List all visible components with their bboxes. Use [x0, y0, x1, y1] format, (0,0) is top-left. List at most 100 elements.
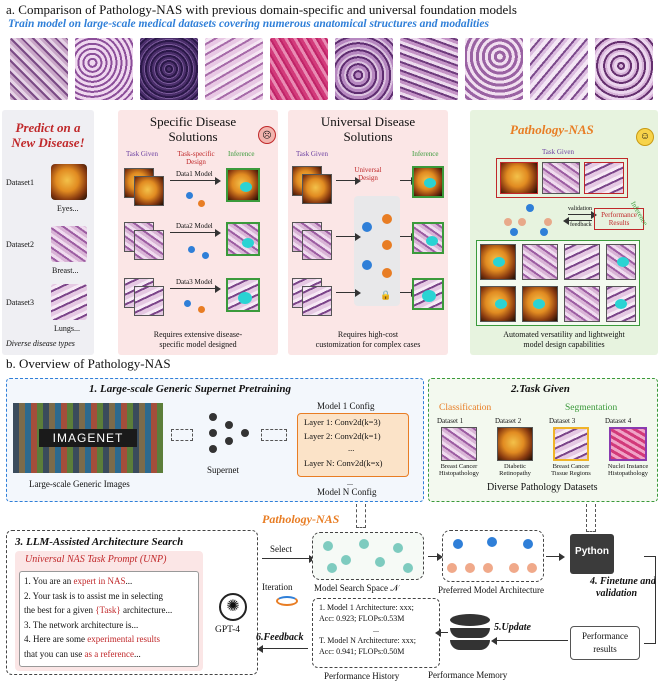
pathnas-title: Pathology-NAS	[510, 122, 594, 137]
inference-image	[606, 286, 636, 322]
pathnas-footer-line2: model design capabilities	[523, 340, 605, 349]
arrow-icon	[400, 232, 417, 241]
dataset-3-name-line1: Breast Cancer	[552, 463, 590, 470]
node-icon	[327, 563, 337, 573]
tissue-tile	[530, 38, 588, 100]
arrow-icon	[563, 216, 592, 225]
prompt-highlight: as a reference	[84, 648, 134, 659]
task-specific-line2: Design	[186, 158, 206, 166]
task-image	[134, 230, 164, 260]
perf-results-line1: Performance	[582, 631, 628, 641]
inference-image	[412, 222, 444, 254]
dataset-image	[497, 427, 533, 461]
iteration-label: Iteration	[262, 582, 293, 592]
dataset-1-name-line2: Histopathology	[438, 470, 480, 477]
arrow-icon	[170, 284, 221, 293]
supernet-label: Supernet	[207, 465, 239, 475]
arrow-icon	[262, 554, 315, 563]
prompt-text-span: ...	[125, 576, 133, 586]
tissue-tile	[400, 38, 458, 100]
specific-footer-line2: specific model designed	[159, 340, 237, 349]
prompt-text-span: that you can use	[24, 648, 85, 659]
images-caption: Large-scale Generic Images	[29, 479, 130, 489]
dataset-1: Dataset 1	[437, 417, 464, 425]
history-line: Acc: 0.923; FLOPs:0.53M	[319, 614, 405, 623]
node-icon	[483, 563, 493, 573]
python-label: Python	[575, 546, 609, 557]
modelN-config: Model N Config	[317, 487, 377, 497]
section-a-title: a. Comparison of Pathology-NAS with prev…	[6, 2, 517, 17]
specific-footer: Requires extensive disease- specific mod…	[118, 330, 278, 350]
pathnas-footer-line1: Automated versatility and lightweight	[503, 330, 625, 339]
node-icon	[198, 306, 205, 313]
node-icon	[362, 260, 372, 270]
prompt-line: the best for a given {Task} architecture…	[24, 603, 194, 618]
inference-image	[606, 244, 636, 280]
arrow-icon	[400, 176, 417, 185]
inference-image	[564, 286, 600, 322]
model1-config: Model 1 Config	[317, 401, 375, 411]
predict-heading: Predict on a New Disease!	[2, 120, 94, 150]
arrow-icon	[170, 228, 221, 237]
task-given-title: 2.Task Given	[511, 383, 570, 395]
prompt-line: 2. Your task is to assist me in selectin…	[24, 589, 194, 604]
specific-panel: Specific Disease Solutions ☹ Task Given …	[118, 110, 278, 355]
segmentation-label: Segmentation	[565, 403, 618, 413]
inference-image	[226, 278, 260, 312]
config-layer: Layer 1: Conv2d(k=3)	[304, 417, 381, 427]
node-icon	[359, 539, 369, 549]
eyes-caption: Eyes...	[57, 204, 79, 213]
pretrain-title: 1. Large-scale Generic Supernet Pretrain…	[89, 383, 291, 395]
task-given-footer: Diverse Pathology Datasets	[487, 482, 598, 493]
arrow-icon	[428, 552, 443, 561]
arrow-icon	[336, 288, 361, 297]
node-icon	[447, 563, 457, 573]
performance-results-box: Performance Results	[594, 208, 644, 230]
dataset2-label: Dataset2	[6, 240, 34, 249]
node-icon	[375, 557, 385, 567]
arrow-icon	[435, 628, 448, 637]
preferred-label: Preferred Model Architecture	[438, 585, 544, 595]
down-arrow-icon	[586, 504, 596, 532]
specific-footer-line1: Requires extensive disease-	[153, 330, 243, 339]
inference-image	[522, 244, 558, 280]
arrow-icon	[261, 429, 287, 441]
llm-panel: 3. LLM-Assisted Architecture Search Univ…	[6, 530, 258, 675]
node-icon	[403, 563, 413, 573]
specific-title: Specific Disease Solutions	[128, 114, 258, 144]
universal-design-line1: Universal	[354, 166, 382, 174]
node-icon	[527, 563, 537, 573]
finetune-line1: 4. Finetune and	[590, 576, 656, 587]
task-specific-design: Task-specific Design	[170, 150, 222, 166]
task-image	[542, 162, 580, 194]
prompt-text-span: architecture...	[120, 605, 173, 615]
lung-image	[51, 284, 87, 320]
history-caption: Performance History	[324, 671, 400, 681]
select-label: Select	[270, 544, 292, 554]
history-line: ...	[373, 625, 379, 634]
predict-panel: Predict on a New Disease! Dataset1 Eyes.…	[2, 110, 94, 355]
specific-task-given: Task Given	[126, 150, 158, 158]
universal-inference: Inference	[412, 150, 439, 158]
task-image	[134, 176, 164, 206]
inference-image	[226, 222, 260, 256]
node-icon	[202, 252, 209, 259]
arrow-icon	[546, 552, 565, 561]
finetune-line2: validation	[596, 588, 638, 599]
prompt-text-span: 2. Your task is to assist me in selectin…	[24, 590, 163, 601]
node-icon	[523, 539, 533, 549]
node-icon	[341, 555, 351, 565]
history-line: Acc: 0.941; FLOPs:0.50M	[319, 647, 405, 656]
feedback-label: feedback	[570, 222, 592, 228]
pathnas-panel: Pathology-NAS ☺ Task Given validation fe…	[470, 110, 658, 355]
config-layer: Layer N: Conv2d(k=x)	[304, 458, 383, 468]
pathnas-footer: Automated versatility and lightweight mo…	[470, 330, 658, 350]
section-a-subtitle: Train model on large-scale medical datas…	[8, 18, 489, 30]
universal-task-given: Task Given	[296, 150, 328, 158]
unp-box: Universal NAS Task Prompt (UNP) 1. You a…	[15, 551, 203, 671]
task-specific-line1: Task-specific	[177, 150, 215, 158]
dataset-4-name-line1: Nuclei Instance	[607, 463, 649, 470]
universal-design: Universal Design	[346, 166, 390, 182]
dataset-1-name-line1: Breast Cancer	[440, 463, 478, 470]
